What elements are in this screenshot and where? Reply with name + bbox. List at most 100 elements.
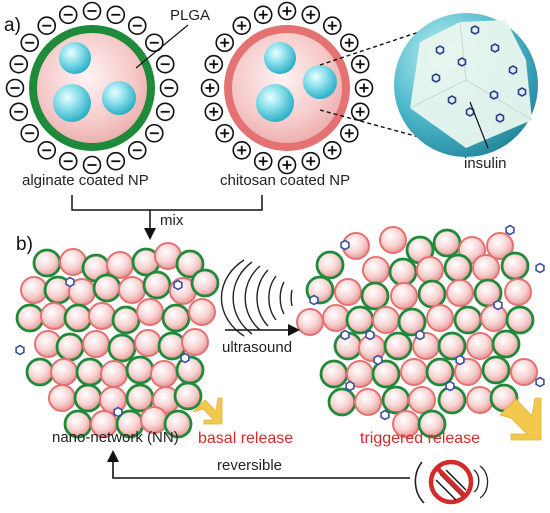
chitosan-np	[334, 278, 362, 306]
nano-network-right	[296, 224, 545, 439]
chitosan-np	[454, 358, 482, 386]
negative-charge-icon	[58, 5, 78, 25]
insulin-molecule-icon	[309, 294, 319, 306]
chitosan-np	[40, 302, 68, 330]
alginate-np	[75, 357, 105, 387]
alginate-np	[125, 355, 155, 385]
chitosan-np	[88, 302, 116, 330]
chitosan-np	[100, 360, 128, 388]
alginate-np	[491, 329, 521, 359]
insulin-molecule-icon	[113, 406, 123, 418]
alginate-np	[63, 303, 93, 333]
alginate-np	[453, 305, 483, 335]
reversible-arrow	[112, 460, 410, 479]
insulin-molecule-icon	[470, 25, 480, 35]
plga-cutaway-sphere	[394, 13, 538, 157]
chitosan-np	[472, 254, 500, 282]
chitosan-np	[466, 332, 494, 360]
chitosan-np	[408, 386, 436, 414]
chitosan-np	[504, 278, 532, 306]
nano-network-left	[15, 242, 220, 439]
negative-charge-icon	[20, 123, 40, 143]
insulin-molecule-icon	[173, 279, 183, 291]
positive-charge-icon	[277, 155, 297, 175]
triggered-release-label: triggered release	[360, 430, 480, 447]
release-arrow-icon	[192, 397, 223, 425]
insulin-molecule-icon	[435, 45, 445, 55]
chitosan-np	[136, 298, 164, 326]
insulin-molecule-icon	[508, 65, 518, 75]
alginate-np	[443, 253, 473, 283]
alginate-np	[142, 270, 172, 300]
plga-pointer	[135, 24, 189, 69]
insulin-molecule-icon	[445, 380, 455, 392]
alginate-np	[345, 305, 375, 335]
negative-charge-icon	[106, 151, 126, 171]
alginate-np	[360, 281, 390, 311]
insulin-molecule-icon	[180, 352, 190, 364]
alginate-caption: alginate coated NP	[22, 172, 149, 189]
chitosan-np	[322, 304, 350, 332]
insulin-molecule-icon	[365, 329, 375, 341]
insulin-molecule-icon	[493, 299, 503, 311]
insulin-label: insulin	[464, 155, 507, 172]
negative-charge-icon	[9, 102, 29, 122]
negative-charge-icon	[82, 155, 102, 175]
insulin-molecule-icon	[415, 329, 425, 341]
panel-label-b: b)	[16, 234, 33, 255]
negative-charge-icon	[155, 54, 175, 74]
insulin-molecule-icon	[15, 344, 25, 356]
chitosan-np	[106, 251, 134, 279]
basal-release-label: basal release	[198, 430, 293, 447]
alginate-np	[383, 331, 413, 361]
positive-charge-icon	[322, 140, 342, 160]
insulin-molecule-icon	[495, 113, 505, 123]
chitosan-np	[486, 232, 514, 260]
alginate-np	[73, 383, 103, 413]
chitosan-np	[390, 282, 418, 310]
positive-charge-icon	[253, 151, 273, 171]
insulin-molecule-icon	[373, 354, 383, 366]
chitosan-np	[510, 358, 538, 386]
zoom-line-bottom	[319, 109, 431, 141]
negative-charge-icon	[144, 33, 164, 53]
chitosan-np	[446, 279, 474, 307]
insulin-molecule-icon	[447, 95, 457, 105]
insulin-molecule-icon	[340, 239, 350, 251]
mix-bracket	[71, 195, 263, 211]
alginate-np	[175, 249, 205, 279]
insulin-molecule-icon	[65, 276, 75, 288]
positive-charge-icon	[232, 16, 252, 36]
alginate-np	[388, 257, 418, 287]
positive-charge-icon	[350, 54, 370, 74]
chitosan-np	[416, 256, 444, 284]
alginate-np	[371, 359, 401, 389]
alginate-np	[327, 387, 357, 417]
chitosan-np	[354, 388, 382, 416]
positive-charge-icon	[301, 151, 321, 171]
positive-charge-icon	[322, 16, 342, 36]
panel-label-a: a)	[4, 15, 21, 36]
alginate-np	[107, 333, 137, 363]
positive-charge-ring	[200, 1, 374, 175]
alginate-np	[417, 279, 447, 309]
nano-network-label: nano-network (NN)	[52, 429, 179, 446]
chitosan-nanoparticle	[200, 1, 374, 175]
positive-charge-icon	[339, 123, 359, 143]
chitosan-np	[118, 276, 146, 304]
no-ultrasound-icon	[414, 459, 489, 505]
negative-charge-icon	[20, 33, 40, 53]
release-arrow-icon	[499, 397, 542, 441]
alginate-np	[55, 332, 85, 362]
insulin-pointer	[469, 101, 489, 149]
alginate-np	[437, 385, 467, 415]
alginate-np	[481, 355, 511, 385]
chitosan-np	[188, 298, 216, 326]
alginate-np	[425, 357, 455, 387]
chitosan-np	[379, 226, 407, 254]
alginate-np	[111, 305, 141, 335]
alginate-np	[417, 409, 447, 439]
insulin-molecule-icon	[489, 90, 499, 100]
chitosan-np	[20, 276, 48, 304]
chitosan-np	[400, 358, 428, 386]
